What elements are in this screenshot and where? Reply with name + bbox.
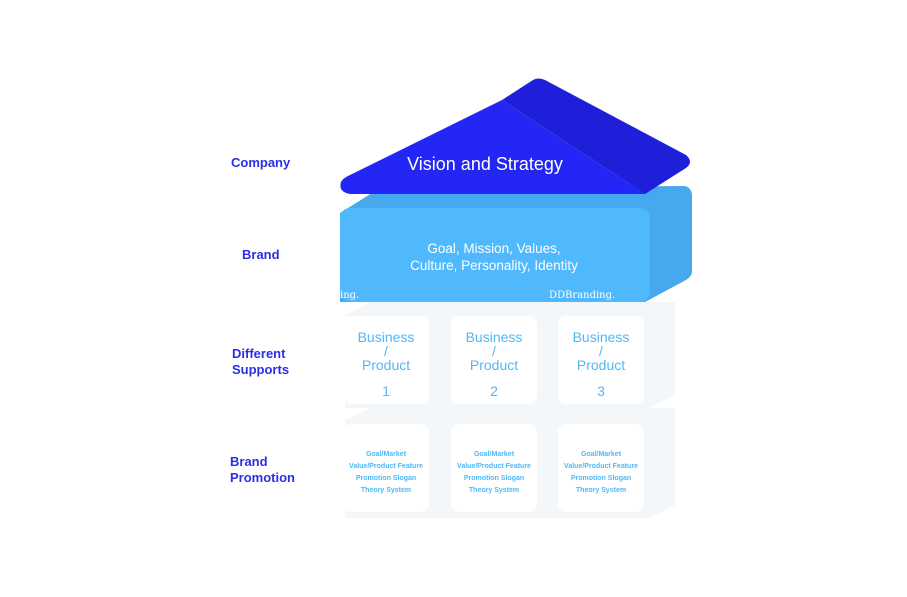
promotion-card-2: Goal/Market Value/Product Feature Promot… xyxy=(451,424,537,512)
promotion-item: Theory System xyxy=(360,487,412,494)
promotion-item: Theory System xyxy=(468,487,520,494)
support-card-line: / xyxy=(492,343,496,359)
promotion-item: Promotion Slogan xyxy=(463,475,525,482)
support-card-line: Product xyxy=(576,357,626,373)
support-card-number: 3 xyxy=(597,383,605,399)
label-brand-promotion-line1: Brand xyxy=(230,454,268,469)
promotion-card-1: Goal/Market Value/Product Feature Promot… xyxy=(343,424,429,512)
brand-block-front xyxy=(340,208,650,302)
promotion-item: Goal/Market xyxy=(473,451,515,458)
vision-strategy-text: Vision and Strategy xyxy=(407,154,563,174)
support-card-1: Business / Product 1 xyxy=(343,316,429,404)
support-card-line: Business xyxy=(465,329,523,345)
brand-text-line1: Goal, Mission, Values, xyxy=(427,241,561,256)
support-card-line: / xyxy=(384,343,388,359)
label-brand-promotion: Brand Promotion xyxy=(230,454,295,486)
promotion-item: Value/Product Feature xyxy=(457,463,531,470)
label-different-supports: Different Supports xyxy=(232,346,289,378)
label-different-supports-line2: Supports xyxy=(232,362,290,377)
support-card-line: / xyxy=(599,343,603,359)
watermark-left: ing. xyxy=(340,290,360,301)
support-card-line: Product xyxy=(361,357,411,373)
promotion-item: Promotion Slogan xyxy=(570,475,632,482)
label-company: Company xyxy=(231,155,291,170)
roof-front xyxy=(340,100,645,194)
support-card-number: 1 xyxy=(382,383,390,399)
label-brand-promotion-line2: Promotion xyxy=(230,470,295,485)
promotion-item: Value/Product Feature xyxy=(564,463,638,470)
label-brand: Brand xyxy=(242,247,280,262)
support-card-number: 2 xyxy=(490,383,498,399)
support-card-line: Business xyxy=(572,329,630,345)
label-different-supports-line1: Different xyxy=(232,346,286,361)
roof-shade xyxy=(502,78,690,194)
promotion-item: Goal/Market xyxy=(365,451,407,458)
support-card-line: Business xyxy=(357,329,415,345)
brand-block-text: Goal, Mission, Values, Culture, Personal… xyxy=(340,240,648,274)
promotion-item: Promotion Slogan xyxy=(355,475,417,482)
promotion-card-3: Goal/Market Value/Product Feature Promot… xyxy=(558,424,644,512)
support-card-3: Business / Product 3 xyxy=(558,316,644,404)
promotion-item: Value/Product Feature xyxy=(349,463,423,470)
watermark-right: DDBranding. xyxy=(549,290,616,301)
support-card-line: Product xyxy=(469,357,519,373)
brand-text-line2: Culture, Personality, Identity xyxy=(410,258,578,273)
promotion-item: Theory System xyxy=(575,487,627,494)
promotion-item: Goal/Market xyxy=(580,451,622,458)
support-card-2: Business / Product 2 xyxy=(451,316,537,404)
